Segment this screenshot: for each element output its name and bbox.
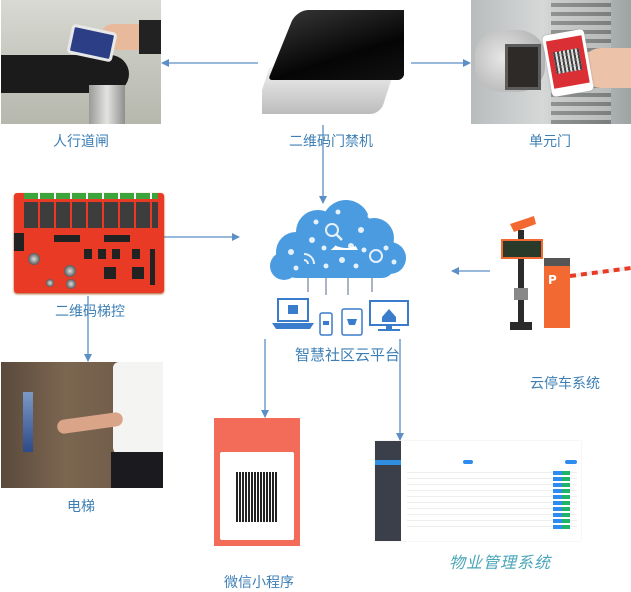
elevator-label: 电梯 (67, 499, 95, 515)
data-table (407, 467, 577, 531)
chip (54, 235, 80, 242)
client-devices (272, 298, 409, 336)
search-button (463, 460, 473, 464)
capacitor (66, 279, 76, 289)
laptop-icon (272, 298, 314, 329)
smartphone-icon (319, 312, 333, 336)
capacitor (64, 265, 76, 277)
action-buttons (562, 471, 570, 529)
chip (132, 249, 140, 259)
admin-sidebar (375, 441, 401, 541)
turnstile-post (89, 85, 125, 124)
property-management-image (375, 441, 581, 541)
svg-text:P: P (548, 273, 557, 287)
tablet-icon (341, 308, 363, 336)
cloud-parking-image: P (501, 216, 631, 330)
monitor-icon (369, 300, 409, 331)
qr-code-icon (236, 472, 278, 522)
capacitor (46, 279, 54, 287)
pedestrian-gate-label: 人行道闸 (53, 134, 109, 150)
cloud-network-icon (270, 200, 406, 295)
add-button (565, 460, 577, 464)
chip (98, 249, 106, 259)
qr-code-icon (552, 47, 583, 75)
person (113, 362, 163, 457)
person-legs (111, 452, 163, 488)
property-management-label: 物业管理系统 (448, 553, 551, 572)
cloud-parking-label: 云停车系统 (530, 376, 600, 392)
sleeve (139, 20, 161, 54)
chip (112, 249, 120, 259)
header-pins (150, 249, 155, 285)
pedestrian-gate-image (1, 0, 161, 124)
wechat-mini-program-image (214, 418, 300, 558)
wechat-mini-program-label: 微信小程序 (224, 575, 294, 591)
qr-elevator-control-image (14, 193, 164, 293)
tab-bar (214, 546, 300, 558)
connector (14, 233, 24, 251)
unit-door-label: 单元门 (529, 134, 571, 150)
relays (24, 202, 158, 228)
chip (84, 249, 92, 259)
qr-access-controller-image (262, 10, 404, 120)
unit-door-image (471, 0, 631, 124)
qr-access-controller-label: 二维码门禁机 (289, 134, 373, 150)
cloud-platform-label: 智慧社区云平台 (294, 346, 400, 364)
qr-card (220, 452, 294, 540)
capacitor (28, 253, 40, 265)
terminal-blocks (24, 193, 158, 199)
qr-elevator-control-label: 二维码梯控 (55, 304, 125, 320)
qr-scanner-panel (23, 392, 33, 452)
elevator-image (1, 362, 163, 488)
scanner-window (505, 44, 541, 90)
chip (104, 267, 116, 279)
chip (132, 267, 144, 279)
chip (104, 235, 130, 242)
device-top (268, 10, 404, 80)
